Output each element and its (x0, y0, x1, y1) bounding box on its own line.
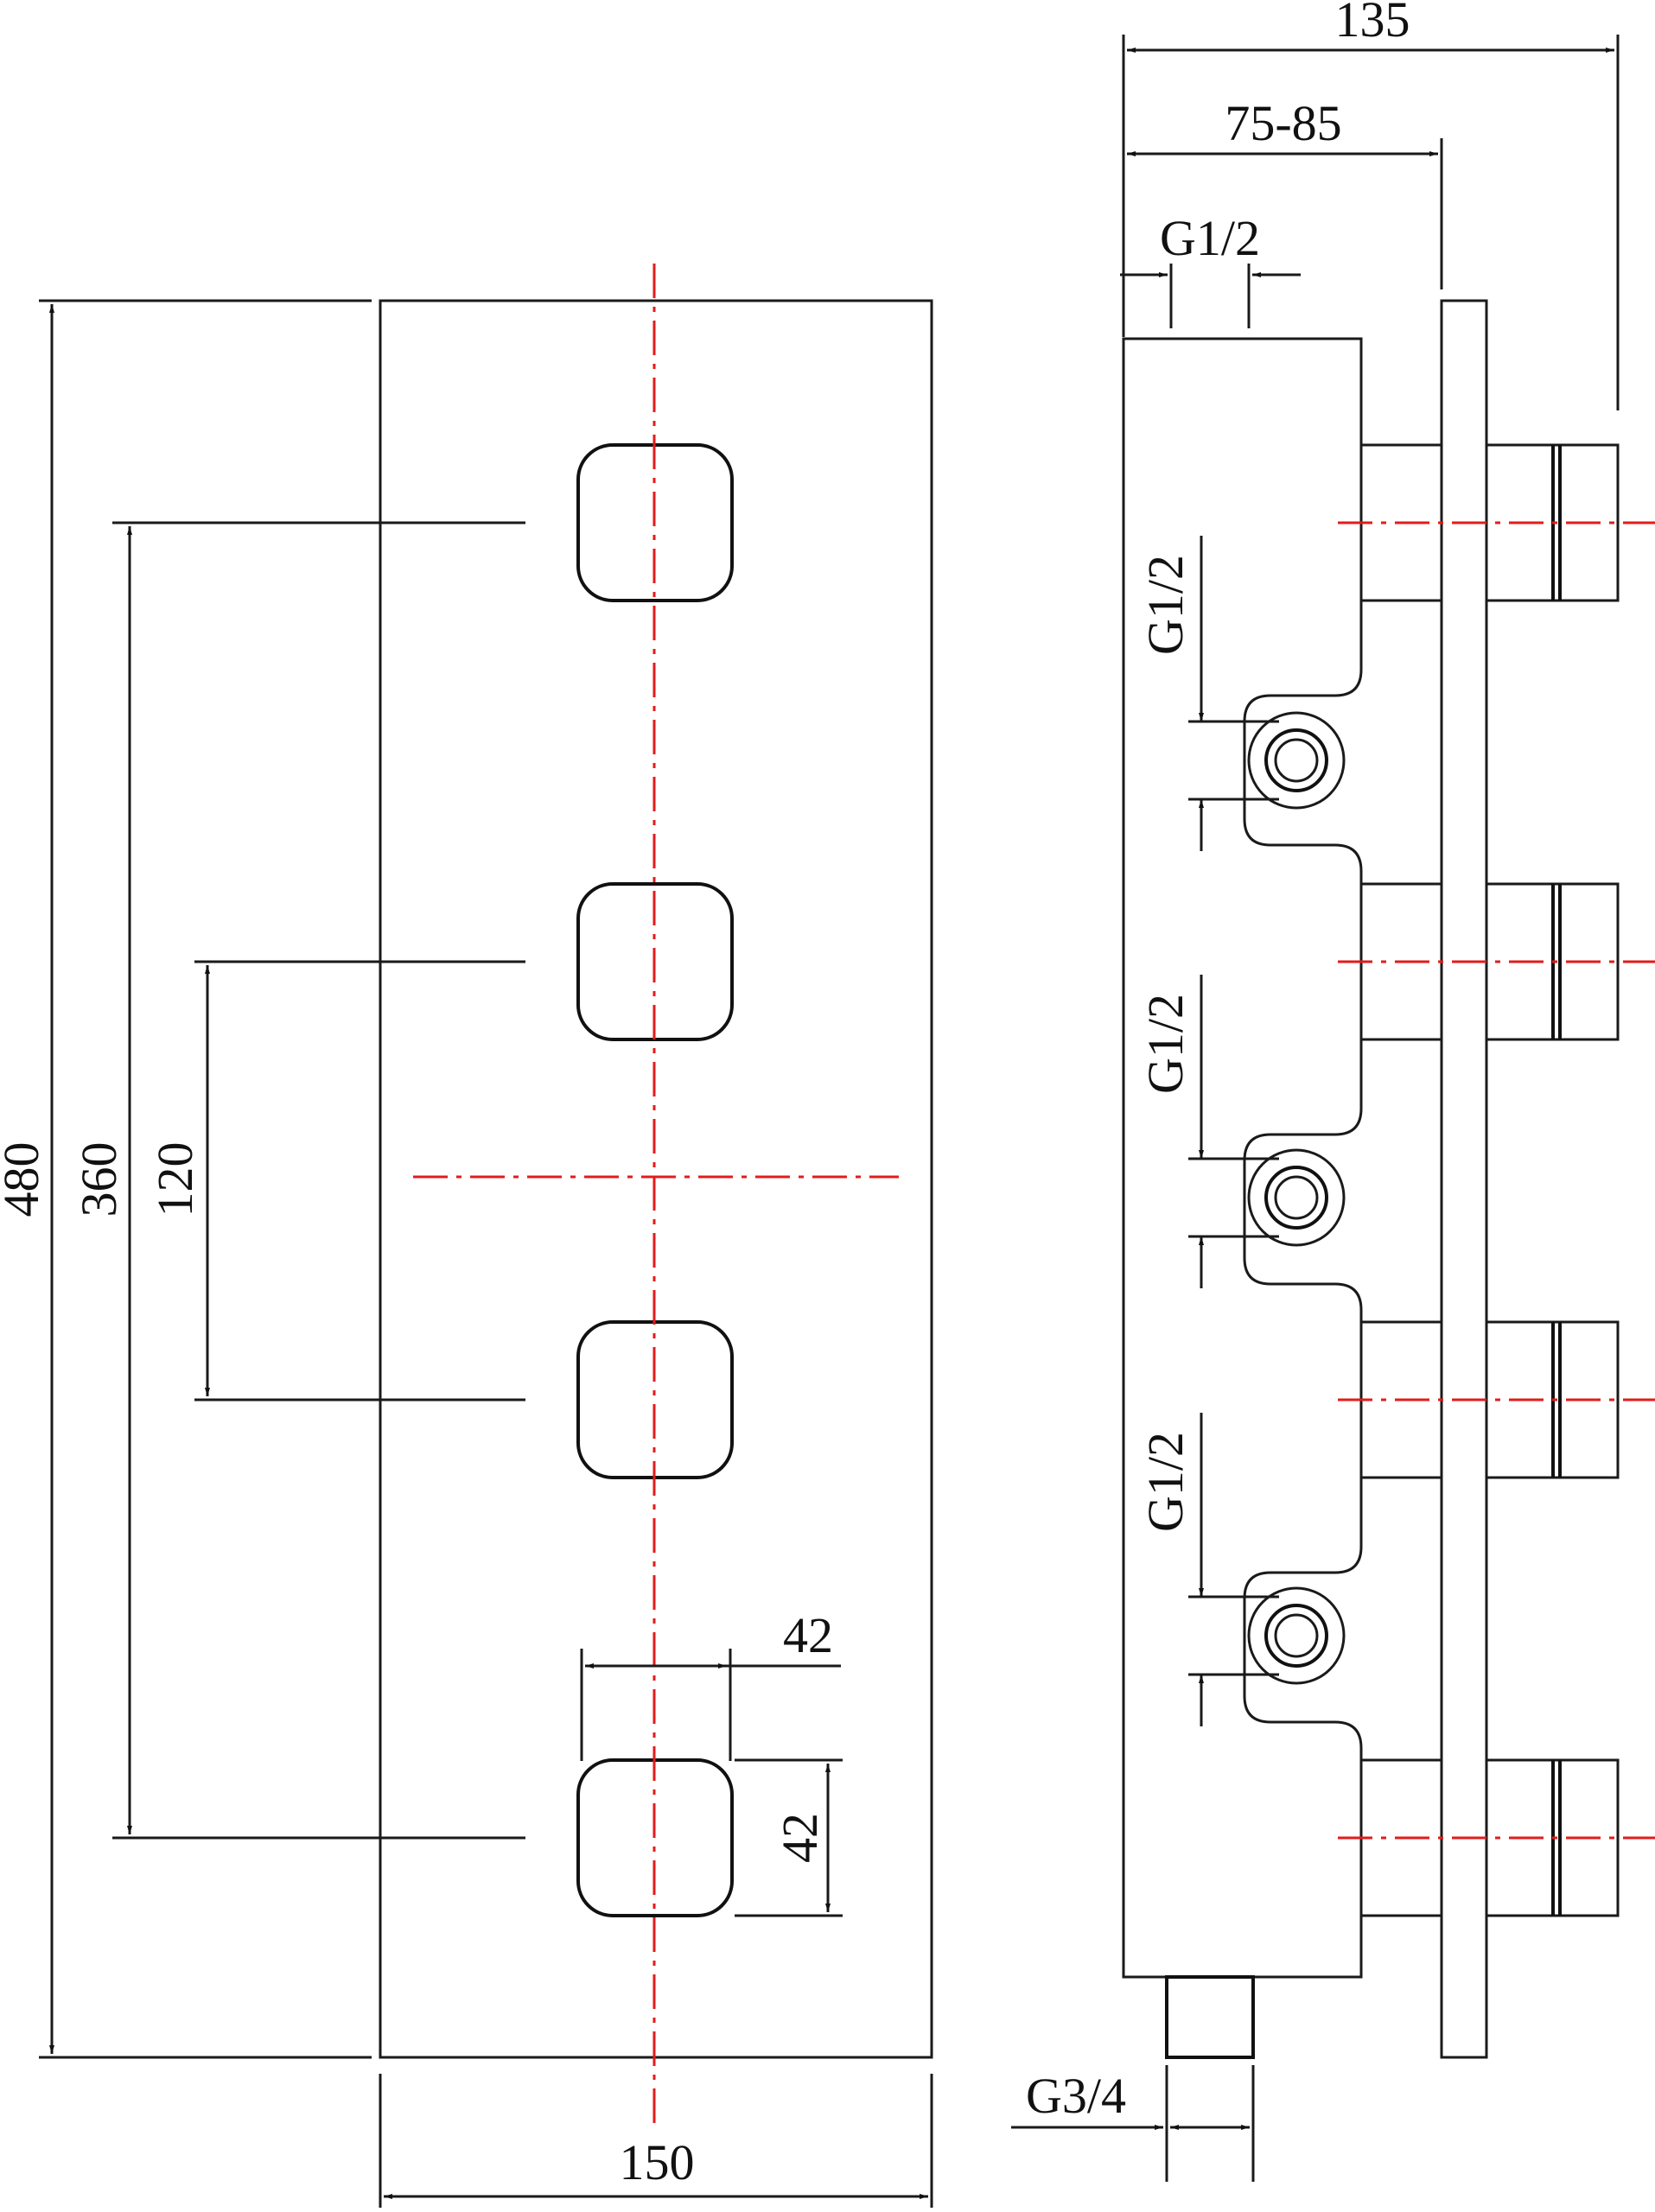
bottom-inlet-stub (1165, 1975, 1255, 2059)
outer-control-spacing-label: 360 (71, 1142, 127, 1217)
outlet-port-2 (1247, 1148, 1346, 1247)
outlet-port-1 (1247, 711, 1346, 810)
handle-height-label: 42 (772, 1813, 828, 1863)
outlet-size-label-3: G1/2 (1137, 1432, 1194, 1532)
outlet-dimension-3 (1188, 1413, 1279, 1726)
spindle-3 (1338, 1320, 1655, 1479)
wall-plate (1440, 299, 1488, 2059)
bottom-inlet-label: G3/4 (1026, 2068, 1126, 2124)
outlet-size-label-2: G1/2 (1137, 994, 1194, 1094)
panel-width-label: 150 (620, 2134, 695, 2190)
wall-depth-label: 75-85 (1225, 95, 1341, 151)
total-depth-label: 135 (1335, 0, 1410, 48)
outlet-size-label-1: G1/2 (1137, 555, 1194, 655)
adjacent-control-spacing-label: 120 (147, 1142, 203, 1217)
outlet-dimension-1 (1188, 536, 1279, 851)
outlet-port-3 (1247, 1586, 1346, 1685)
overall-height-label: 480 (0, 1142, 49, 1217)
spindle-2 (1338, 882, 1655, 1041)
side-view: G1/2 G1/2 G1/2 135 75-85 G1/2 G3/4 (1011, 0, 1655, 2182)
front-panel-outline (379, 299, 933, 2059)
handle-3 (576, 1320, 734, 1479)
spindle-1 (1338, 443, 1655, 602)
top-inlet-label: G1/2 (1160, 210, 1260, 266)
handle-width-label: 42 (783, 1607, 833, 1663)
front-view: 480 360 120 42 42 150 (0, 264, 933, 2208)
outlet-dimension-2 (1188, 975, 1279, 1288)
spindle-4 (1338, 1758, 1655, 1917)
